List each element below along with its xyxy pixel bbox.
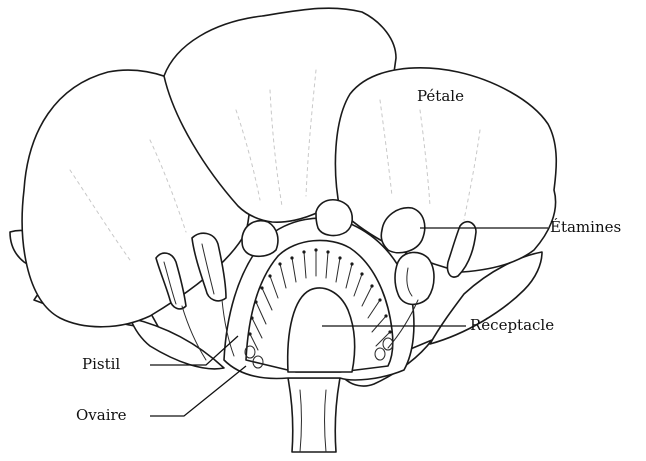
petal-label: Pétale	[417, 89, 464, 104]
stamens-label: Étamines	[550, 220, 621, 235]
pistil-label: Pistil	[82, 357, 120, 372]
stem	[288, 378, 340, 452]
ovary-leader	[150, 366, 246, 416]
receptacle-label: Réceptacle	[470, 318, 554, 333]
ovary-label: Ovaire	[76, 408, 127, 423]
